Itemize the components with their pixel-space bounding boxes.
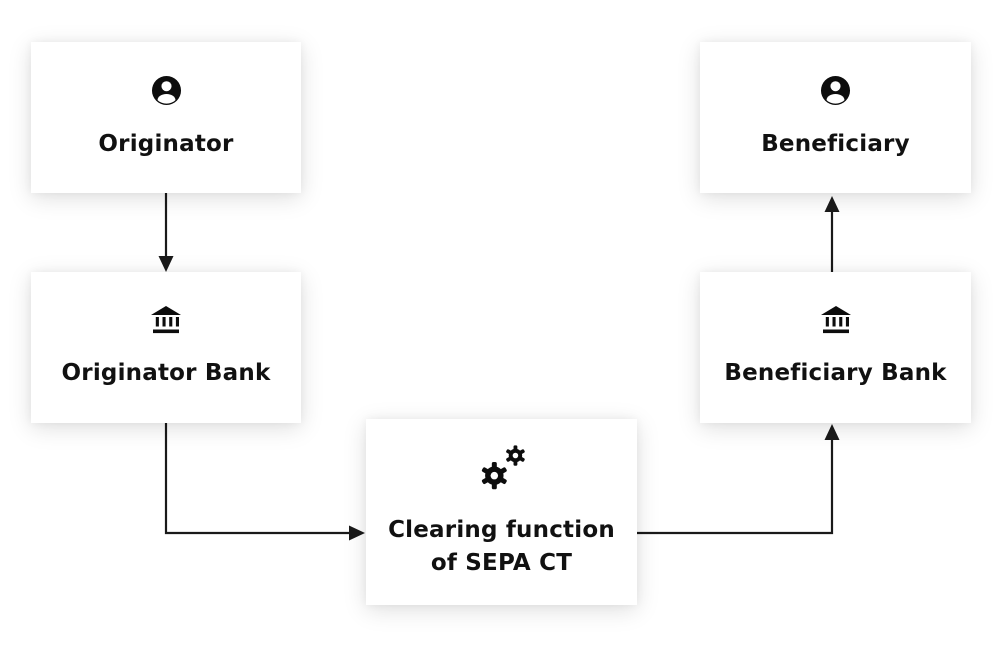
node-originator: Originator — [31, 42, 301, 193]
arrow-clearing-to-beneficiary-bank — [637, 424, 840, 535]
arrow-originator-bank-to-clearing — [164, 423, 365, 541]
user-icon — [820, 75, 851, 105]
user-icon — [151, 75, 182, 106]
node-beneficiary-bank: Beneficiary Bank — [700, 272, 971, 423]
arrow-beneficiary-bank-to-beneficiary — [824, 196, 840, 272]
bank-icon — [820, 306, 851, 334]
node-label: Clearing function of SEPA CT — [388, 517, 615, 576]
node-label: Originator — [98, 130, 234, 157]
bank-icon — [149, 305, 183, 335]
node-originator-bank: Originator Bank — [31, 272, 301, 423]
node-label: Beneficiary — [761, 130, 910, 157]
bank-icon — [151, 306, 181, 334]
node-clearing-function: Clearing function of SEPA CT — [366, 419, 637, 605]
node-beneficiary: Beneficiary — [700, 42, 971, 193]
arrow-originator-to-originator-bank — [158, 193, 174, 272]
node-label: Originator Bank — [61, 360, 271, 387]
gears-icon — [473, 444, 531, 492]
node-label: Beneficiary Bank — [724, 360, 947, 387]
gears-icon — [481, 445, 525, 490]
user-icon — [151, 75, 181, 105]
user-icon — [820, 75, 851, 106]
bank-icon — [819, 305, 853, 335]
